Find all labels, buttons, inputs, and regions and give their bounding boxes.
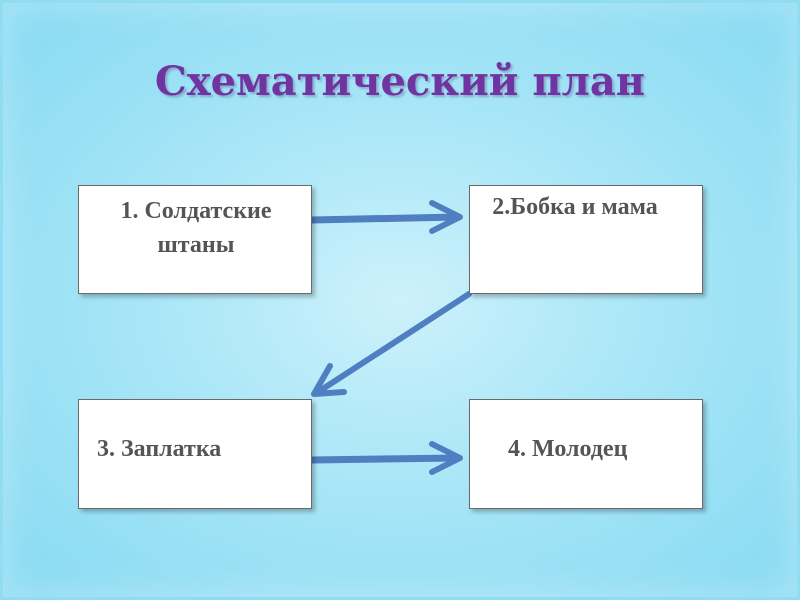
box-step-3: 3. Заплатка — [78, 399, 312, 509]
box-step-4: 4. Молодец — [469, 399, 703, 509]
arrow-3-to-4 — [308, 441, 463, 475]
box-step-2: 2.Бобка и мама — [469, 185, 703, 294]
arrow-2-to-3 — [311, 291, 472, 397]
box-step-2-label: 2.Бобка и мама — [492, 194, 658, 220]
box-step-1-label: 1. Солдатские штаны — [120, 198, 272, 258]
box-step-3-label: 3. Заплатка — [97, 436, 222, 462]
slide-title: Схематический план — [154, 58, 646, 105]
box-step-4-label: 4. Молодец — [508, 436, 628, 462]
arrow-1-to-2 — [308, 200, 463, 234]
box-step-1: 1. Солдатские штаны — [78, 185, 312, 294]
